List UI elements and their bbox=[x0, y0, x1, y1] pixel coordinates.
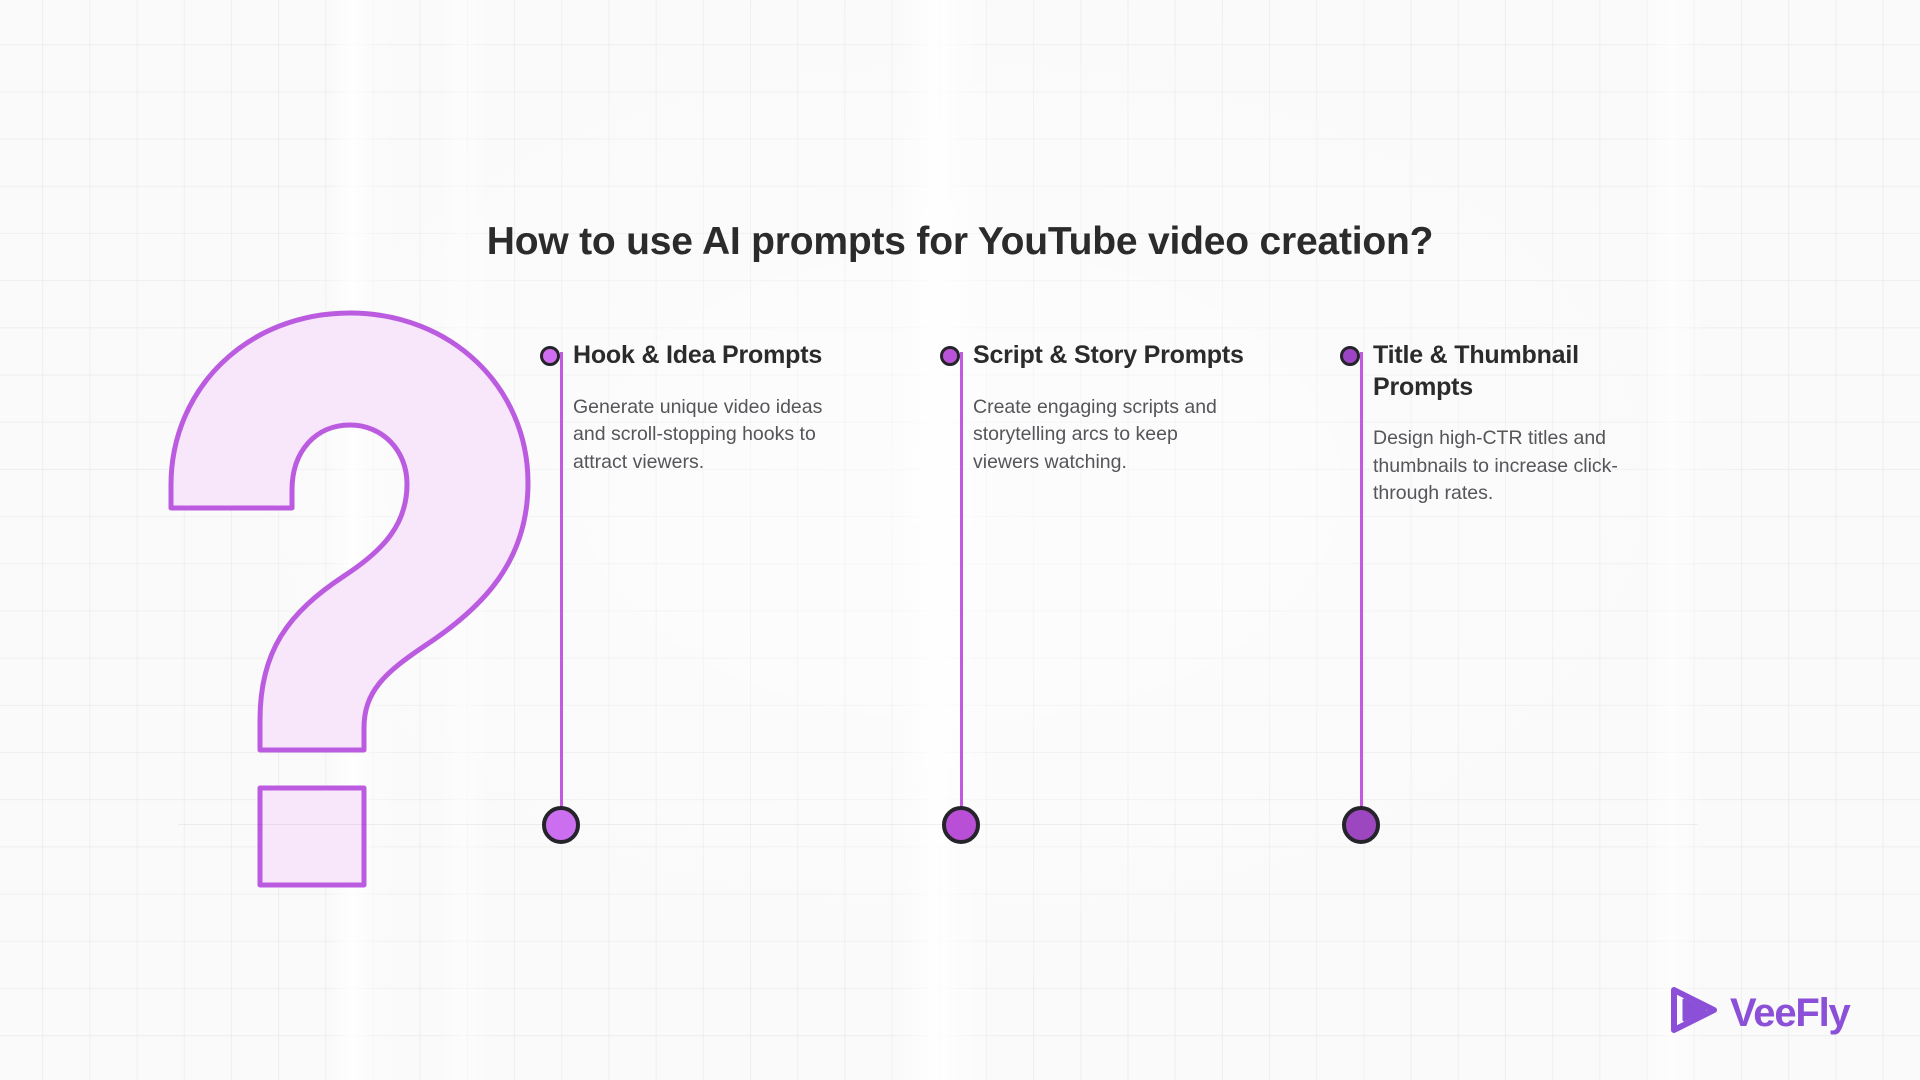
column-header-hook-idea: Hook & Idea Prompts bbox=[540, 340, 850, 372]
timeline-endpoint-title-thumbnail bbox=[1342, 806, 1380, 844]
column-hook-idea: Hook & Idea Prompts Generate unique vide… bbox=[540, 340, 850, 477]
column-title-script-story: Script & Story Prompts bbox=[973, 341, 1244, 369]
veefly-play-logo-icon bbox=[1668, 985, 1720, 1040]
question-mark-icon bbox=[168, 310, 548, 888]
node-dot-icon-hook-idea bbox=[540, 346, 560, 366]
node-dot-icon-script-story bbox=[940, 346, 960, 366]
column-title-hook-idea: Hook & Idea Prompts bbox=[573, 341, 823, 369]
column-description-hook-idea: Generate unique video ideas and scroll-s… bbox=[573, 395, 823, 473]
connector-line-script-story bbox=[960, 352, 963, 827]
connector-line-title-thumbnail bbox=[1360, 352, 1363, 827]
column-header-script-story: Script & Story Prompts bbox=[940, 340, 1250, 372]
column-description-title-thumbnail: Design high-CTR titles and thumbnails to… bbox=[1373, 427, 1618, 505]
timeline-endpoint-script-story bbox=[942, 806, 980, 844]
timeline-endpoint-hook-idea bbox=[542, 806, 580, 844]
column-description-script-story: Create engaging scripts and storytelling… bbox=[973, 395, 1217, 473]
column-title-title-thumbnail: Title & Thumbnail Prompts bbox=[1373, 341, 1579, 401]
connector-line-hook-idea bbox=[560, 352, 563, 827]
page-title: How to use AI prompts for YouTube video … bbox=[486, 220, 1434, 264]
veefly-logo: VeeFly bbox=[1668, 985, 1851, 1040]
column-script-story: Script & Story Prompts Create engaging s… bbox=[940, 340, 1250, 477]
veefly-wordmark: VeeFly bbox=[1730, 990, 1851, 1035]
baseline-rule bbox=[178, 824, 1698, 825]
column-header-title-thumbnail: Title & Thumbnail Prompts bbox=[1340, 340, 1650, 403]
column-title-thumbnail: Title & Thumbnail Prompts Design high-CT… bbox=[1340, 340, 1650, 508]
node-dot-icon-title-thumbnail bbox=[1340, 346, 1360, 366]
